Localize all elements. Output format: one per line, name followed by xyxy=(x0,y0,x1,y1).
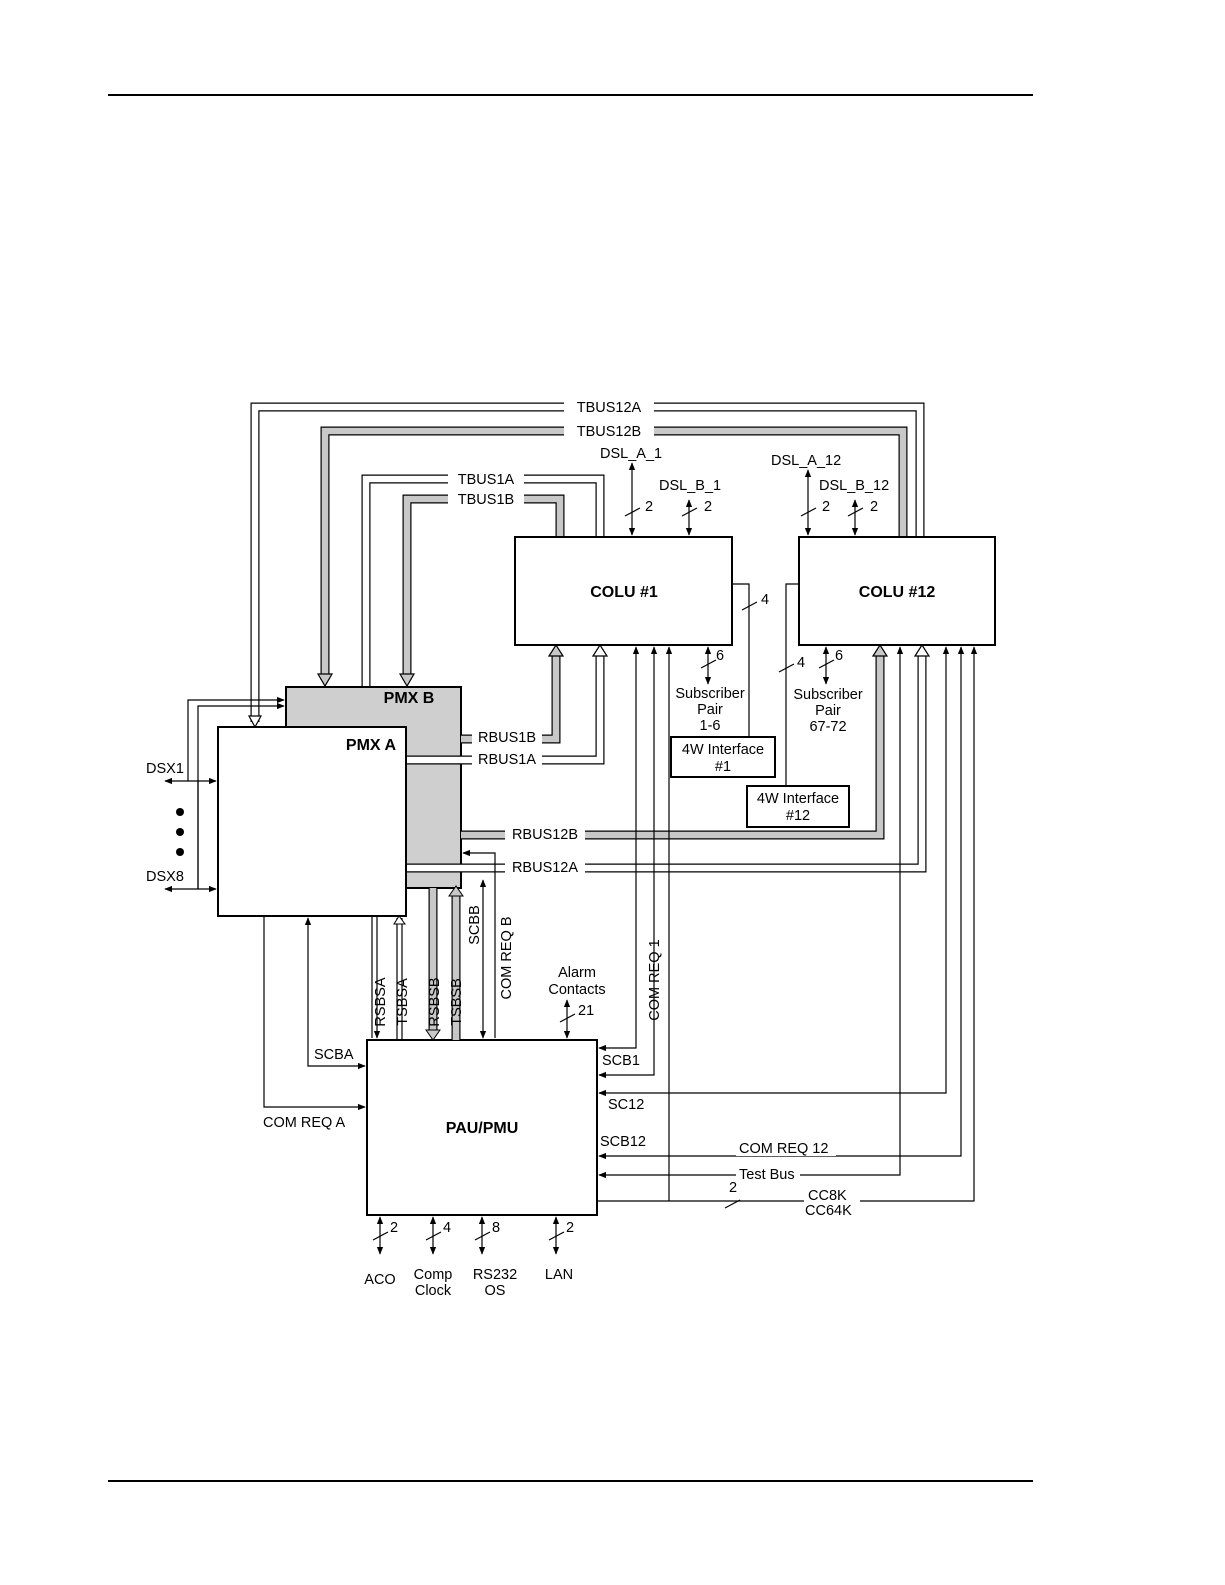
dsl-b-12-count: 2 xyxy=(870,499,878,515)
dsx8-label: DSX8 xyxy=(146,869,184,885)
alarm-line1: Alarm xyxy=(558,965,596,981)
iface-1-line1: 4W Interface xyxy=(682,742,764,758)
comp-clock-count: 4 xyxy=(443,1220,451,1236)
tsbsb-label: TSBSB xyxy=(449,978,465,1026)
dsx1-label: DSX1 xyxy=(146,761,184,777)
dsl-a-1-count: 2 xyxy=(645,499,653,515)
colu-1-label: COLU #1 xyxy=(590,584,658,601)
rs232-line1: RS232 xyxy=(473,1267,517,1283)
rbus12b-label: RBUS12B xyxy=(512,827,578,843)
aco-count: 2 xyxy=(390,1220,398,1236)
alarm-line2: Contacts xyxy=(548,982,605,998)
cc8k-label: CC8K xyxy=(808,1188,847,1204)
subscriber-12-line1: Subscriber xyxy=(793,687,862,703)
dsx-lines xyxy=(164,696,285,893)
pmx-a-block xyxy=(217,726,407,917)
subscriber-12-line2: Pair xyxy=(815,703,841,719)
comp-clock-line2: Clock xyxy=(415,1283,452,1299)
test-bus-label: Test Bus xyxy=(739,1167,795,1183)
scb1-label: SCB1 xyxy=(602,1053,640,1069)
scbb-label: SCBB xyxy=(467,905,483,945)
rbus1a-label: RBUS1A xyxy=(478,752,536,768)
colu-1-block xyxy=(514,536,733,646)
bottom-rule xyxy=(108,1480,1033,1482)
subscriber-12-line3: 67-72 xyxy=(809,719,846,735)
iface-12-count: 4 xyxy=(797,655,805,671)
top-rule xyxy=(108,94,1033,96)
tbus12b-label: TBUS12B xyxy=(577,424,641,440)
dsl-a-1-label: DSL_A_1 xyxy=(600,446,662,462)
aco-label: ACO xyxy=(364,1272,395,1288)
cc-count: 2 xyxy=(729,1180,737,1196)
rbus12a-label: RBUS12A xyxy=(512,860,578,876)
bottom-port-lines xyxy=(372,1216,565,1255)
iface-1-count: 4 xyxy=(761,592,769,608)
alarm-count: 21 xyxy=(578,1003,594,1019)
scbb-com-req-b-lines xyxy=(462,849,496,1039)
sub-1-count: 6 xyxy=(716,648,724,664)
cc64k-label: CC64K xyxy=(805,1203,852,1219)
colu-12-label: COLU #12 xyxy=(859,584,936,601)
rbus1b-label: RBUS1B xyxy=(478,730,536,746)
pau-pmu-block xyxy=(366,1039,598,1216)
pmx-b-label: PMX B xyxy=(384,690,435,707)
sc12-label: SC12 xyxy=(608,1097,644,1113)
scba-com-req-a-lines xyxy=(263,916,366,1111)
iface-12-line1: 4W Interface xyxy=(757,791,839,807)
colu1-pau-lines xyxy=(598,646,673,1201)
alarm-line xyxy=(559,999,576,1039)
com-req-1-label: COM REQ 1 xyxy=(647,939,663,1020)
scba-label: SCBA xyxy=(314,1047,354,1063)
iface-12-line2: #12 xyxy=(786,808,810,824)
comp-clock-line1: Comp xyxy=(414,1267,453,1283)
dsl-a-12-count: 2 xyxy=(822,499,830,515)
dsl-a-12-label: DSL_A_12 xyxy=(771,453,841,469)
tsbsa-label: TSBSA xyxy=(395,978,411,1026)
tbus12a-label: TBUS12A xyxy=(577,400,642,416)
com-req-a-label: COM REQ A xyxy=(263,1115,346,1131)
com-req-b-label: COM REQ B xyxy=(499,917,515,1000)
iface-1-line2: #1 xyxy=(715,759,731,775)
ellipsis-dots xyxy=(176,808,184,856)
rsbsa-label: RSBSA xyxy=(373,977,389,1026)
lan-label: LAN xyxy=(545,1267,573,1283)
dsl-b-12-label: DSL_B_12 xyxy=(819,478,889,494)
pau-pmu-label: PAU/PMU xyxy=(446,1120,519,1137)
lan-count: 2 xyxy=(566,1220,574,1236)
tbus1b-label: TBUS1B xyxy=(458,492,514,508)
rsbsa-tsbsa-lines xyxy=(371,915,406,1040)
subscriber-1-line1: Subscriber xyxy=(675,686,744,702)
colu12-pau-lines xyxy=(597,646,978,1209)
subscriber-1-line2: Pair xyxy=(697,702,723,718)
colu-12-block xyxy=(798,536,996,646)
com-req-12-label: COM REQ 12 xyxy=(739,1141,828,1157)
sub-12-count: 6 xyxy=(835,648,843,664)
rs232-line2: OS xyxy=(485,1283,506,1299)
tbus1a-label: TBUS1A xyxy=(458,472,515,488)
subscriber-1-line3: 1-6 xyxy=(700,718,721,734)
rs232-count: 8 xyxy=(492,1220,500,1236)
scb12-label: SCB12 xyxy=(600,1134,646,1150)
rsbsb-label: RSBSB xyxy=(427,977,443,1026)
dsl-b-1-label: DSL_B_1 xyxy=(659,478,721,494)
rbus1b-bus xyxy=(461,643,565,744)
dsl-b-1-count: 2 xyxy=(704,499,712,515)
dsl-lines xyxy=(624,462,864,536)
pmx-a-label: PMX A xyxy=(346,737,397,754)
rsbsb-tsbsb-buses xyxy=(425,885,464,1041)
